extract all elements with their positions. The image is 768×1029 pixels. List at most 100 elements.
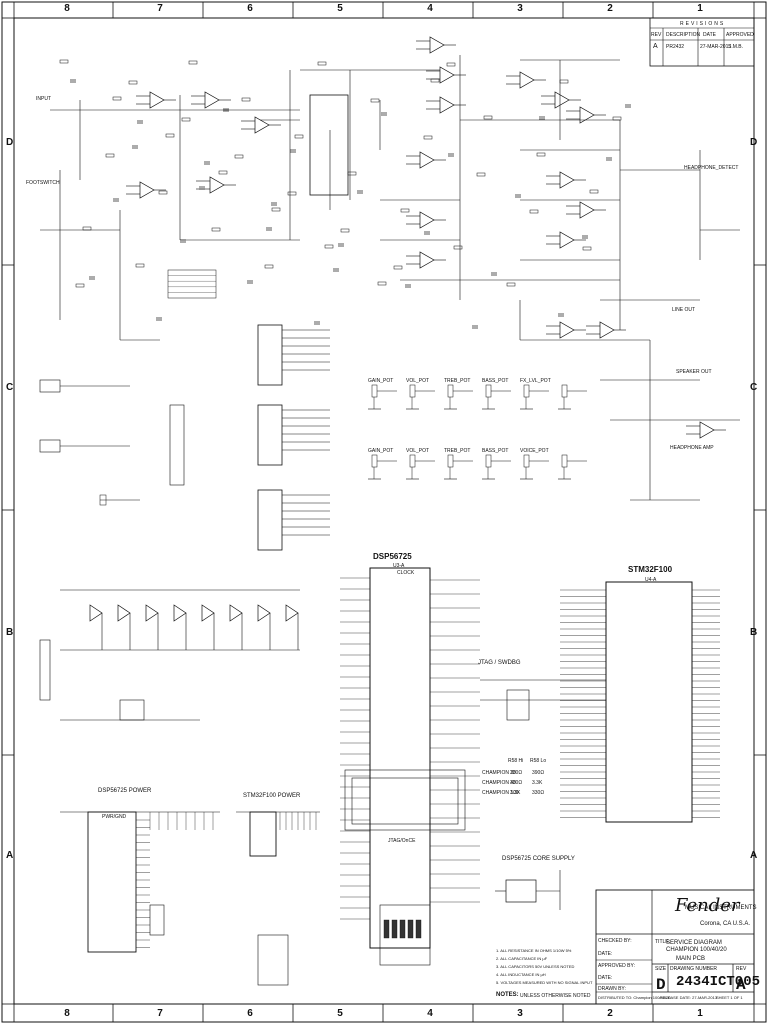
resistor-symbol <box>340 228 350 233</box>
pot-label: BASS_POT <box>482 378 509 384</box>
grid-col-top: 4 <box>427 3 433 14</box>
distribution: DISTRIBUTED TO: Champion 100/40/20 <box>598 995 671 1000</box>
stm-chip <box>605 581 693 823</box>
potentiometer-symbol <box>447 454 454 468</box>
input-net-label: INPUT <box>36 96 51 102</box>
opamp-symbol <box>139 181 155 199</box>
resistor-symbol <box>241 97 251 102</box>
resistor-symbol <box>128 80 138 85</box>
resistor-symbol <box>264 264 274 269</box>
pot-label: GAIN_POT <box>368 448 394 454</box>
jtag-connector <box>506 689 530 721</box>
resistor-symbol <box>188 60 198 65</box>
date-label: DATE: <box>598 951 613 957</box>
resistor-symbol <box>218 170 228 175</box>
resistor-symbol <box>529 209 539 214</box>
resistor-symbol <box>393 265 403 270</box>
opamp-symbol <box>254 116 270 134</box>
potentiometer-symbol <box>371 384 378 398</box>
resistor-symbol <box>423 135 433 140</box>
variant-table-cell: CHAMPION 40 <box>482 780 516 786</box>
grid-col-top: 6 <box>247 3 253 14</box>
resistor-symbol <box>559 79 569 84</box>
resistor-symbol <box>453 245 463 250</box>
pot-label: GAIN_POT <box>368 378 394 384</box>
notes-line: 1. ALL RESISTANCE IN OHMS 1/10W 5% <box>496 948 572 953</box>
stm-sub: U4-A <box>645 577 657 583</box>
resistor-symbol <box>181 117 191 122</box>
headphone-detect-label: HEADPHONE_DETECT <box>684 165 739 171</box>
grid-row-right: C <box>750 382 758 393</box>
buffer-symbol <box>145 604 159 622</box>
resistor-symbol <box>287 191 297 196</box>
dsp-sub: U3-A <box>393 563 405 569</box>
resistor-symbol <box>612 116 622 121</box>
opamp-symbol <box>419 251 435 269</box>
pin-pad <box>399 919 406 939</box>
grid-col-bottom: 2 <box>607 1008 613 1019</box>
pwrgnd-label: PWR/GND <box>102 814 127 820</box>
buffer-symbol <box>229 604 243 622</box>
dsp-chip <box>369 567 431 949</box>
opamp-symbol <box>579 201 595 219</box>
resistor-symbol <box>234 154 244 159</box>
stm-jtag-label: JTAG / SWDBG <box>478 660 521 666</box>
potentiometer-symbol <box>561 454 568 468</box>
pot-label: VOICE_POT <box>520 448 549 454</box>
potentiometer-symbol <box>371 454 378 468</box>
resistor-symbol <box>75 283 85 288</box>
drawing-number-label: DRAWING NUMBER <box>670 966 718 972</box>
variant-table-header: R58 Hi <box>508 758 524 764</box>
headphone-amp-label: HEADPHONE AMP <box>670 445 714 451</box>
grid-col-top: 3 <box>517 3 523 14</box>
variant-table-cell: 3.3K <box>532 780 543 786</box>
header-connector <box>39 639 51 701</box>
opamp-symbol <box>429 36 445 54</box>
potentiometer-symbol <box>523 454 530 468</box>
title-label: TITLE: <box>655 939 671 945</box>
revisions-cell: PR2432 <box>666 44 685 50</box>
opamp-symbol <box>209 176 225 194</box>
revisions-cell: A <box>653 43 658 50</box>
buffer-symbol <box>89 604 103 622</box>
dsp-clock-label: CLOCK <box>397 570 415 576</box>
grid-col-top: 8 <box>64 3 70 14</box>
grid-row-right: A <box>750 850 758 861</box>
pot-label: TREB_POT <box>444 448 471 454</box>
ic-mux <box>257 404 283 466</box>
grid-col-bottom: 8 <box>64 1008 70 1019</box>
resistor-symbol <box>105 153 115 158</box>
opamp-symbol <box>419 151 435 169</box>
grid-row-right: D <box>750 137 758 148</box>
resistor-symbol <box>59 59 69 64</box>
variant-table-cell: 330Ω <box>510 770 523 776</box>
opamp-symbol <box>439 66 455 84</box>
revisions-cell: S.M.B. <box>728 44 744 50</box>
revisions-title: REVISIONS <box>680 21 726 27</box>
notes-line: 2. ALL CAPACITANCE IN µF <box>496 956 548 961</box>
bus-loop <box>344 769 466 831</box>
stm-title: STM32F100 <box>628 565 673 574</box>
led-symbol <box>99 494 107 506</box>
title-line: MAIN PCB <box>676 956 706 962</box>
resistor-symbol <box>476 172 486 177</box>
sheet-number: SHEET 1 OF 1 <box>716 995 743 1000</box>
speaker-out-label: SPEAKER OUT <box>676 369 712 375</box>
buffer-symbol <box>257 604 271 622</box>
notes-line: 4. ALL INDUCTANCE IN µH <box>496 972 546 977</box>
grid-col-bottom: 6 <box>247 1008 253 1019</box>
notes-line: 3. ALL CAPACITORS 50V UNLESS NOTED <box>496 964 575 969</box>
approved-by: APPROVED BY: <box>598 963 635 969</box>
cap-symbol <box>149 904 165 936</box>
potentiometer-symbol <box>561 384 568 398</box>
variant-table-cell: CHAMPION 100 <box>482 790 519 796</box>
grid-col-bottom: 1 <box>697 1008 703 1019</box>
size-label: SIZE <box>655 966 667 972</box>
rev-label: REV <box>736 966 747 972</box>
pot-label: TREB_POT <box>444 378 471 384</box>
variant-table <box>167 269 217 299</box>
opamp-symbol <box>559 171 575 189</box>
resistor-symbol <box>377 281 387 286</box>
grid-col-top: 2 <box>607 3 613 14</box>
